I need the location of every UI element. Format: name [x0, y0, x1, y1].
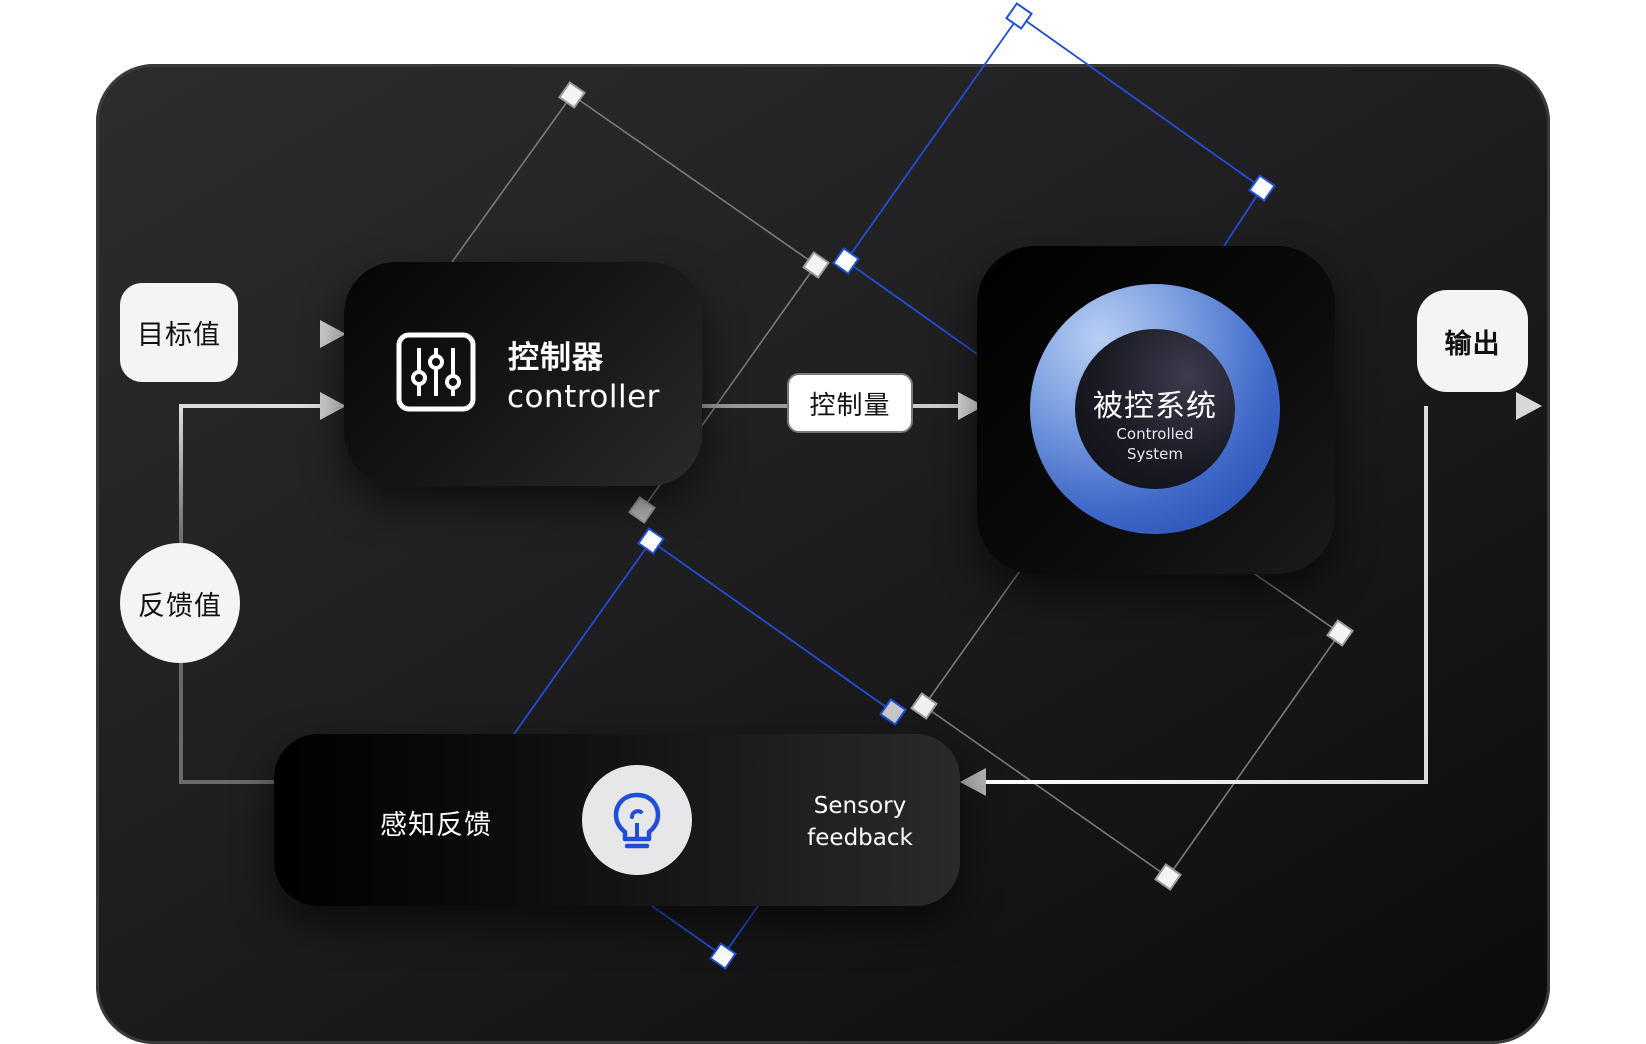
lightbulb-icon	[613, 792, 661, 849]
feedback-value-text: 反馈值	[138, 590, 222, 621]
feedback-value-label: 反馈值	[120, 543, 240, 663]
system-title: 被控系统	[1093, 390, 1217, 423]
controller-node[interactable]: 控制器 controller	[344, 262, 702, 486]
target-value-label: 目标值	[120, 283, 238, 382]
system-subtitle-line1: Controlled	[1116, 425, 1194, 443]
system-core: 被控系统 Controlled System	[1075, 329, 1235, 489]
control-quantity-text: 控制量	[809, 389, 891, 420]
bulb-badge	[582, 765, 692, 875]
sensor-label-en-line1: Sensory	[813, 793, 907, 819]
output-label: 输出	[1417, 290, 1528, 392]
controller-title: 控制器	[508, 340, 604, 375]
system-subtitle-line2: System	[1127, 445, 1183, 463]
controlled-system-node[interactable]: 被控系统 Controlled System	[977, 246, 1335, 574]
control-quantity-label: 控制量	[787, 373, 913, 433]
sensor-label-en: Sensory feedback	[760, 790, 960, 854]
sensory-feedback-node[interactable]: 感知反馈 Sensory feedback	[274, 734, 960, 906]
system-ring: 被控系统 Controlled System	[1030, 284, 1280, 534]
sensor-label-zh: 感知反馈	[380, 810, 492, 840]
sensor-label-en-line2: feedback	[807, 825, 913, 851]
sliders-icon	[396, 332, 476, 412]
system-subtitle: Controlled System	[1075, 424, 1235, 464]
controller-subtitle: controller	[507, 379, 660, 415]
target-value-text: 目标值	[137, 320, 221, 350]
output-text: 输出	[1444, 328, 1501, 359]
